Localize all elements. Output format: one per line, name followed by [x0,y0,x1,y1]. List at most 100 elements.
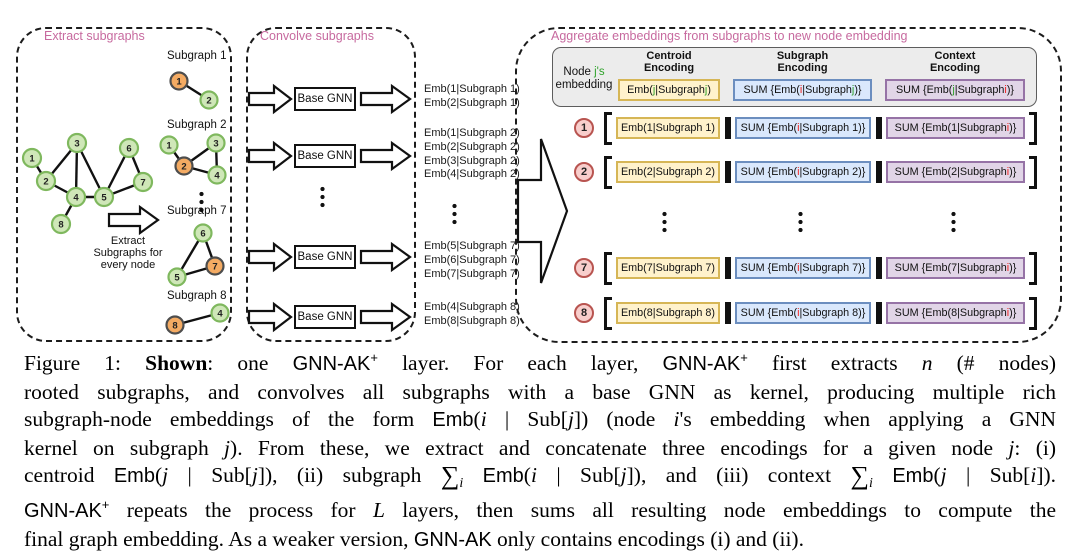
flow-arrow-icon [247,140,293,172]
row-8-context-box: SUM {Emb(8|Subgraph i)} [886,302,1025,324]
open-bracket [604,297,612,330]
aggregate-vertical-ellipsis [798,210,803,233]
subgraph-1-label: Subgraph 1 [167,50,227,62]
caption-line: final graph embedding. As a weaker versi… [24,526,804,551]
concat-bar [725,302,731,324]
svg-text:5: 5 [174,273,180,284]
svg-text:2: 2 [181,162,186,173]
flow-arrow-icon [359,301,412,333]
subgraph-encoding-header: Subgraph Encoding [776,50,829,74]
concat-bar [876,302,882,324]
open-bracket [604,252,612,285]
flow-arrow-icon [247,301,293,333]
row-8-centroid-box: Emb(8|Subgraph 8) [616,302,720,324]
open-bracket [604,156,612,189]
row-1-context-box: SUM {Emb(1|Subgraph i)} [886,117,1025,139]
svg-text:2: 2 [43,177,48,188]
caption-line: rooted subgraphs, and convolves all subg… [24,379,1056,404]
concat-bar [725,117,731,139]
aggregate-panel-border [515,27,1062,343]
embedding-group-2: Emb(1|Subgraph 2) Emb(2|Subgraph 2) Emb(… [424,127,520,181]
embedding-group-3: Emb(5|Subgraph 7) Emb(6|Subgraph 7) Emb(… [424,240,520,280]
embedding-group-4: Emb(4|Subgraph 8) Emb(8|Subgraph 8) [424,301,520,327]
centroid-encoding-header: Centroid Encoding [643,50,695,74]
subgraph-2-label: Subgraph 2 [167,119,227,131]
flow-arrow-icon [359,83,412,115]
svg-text:4: 4 [73,193,79,204]
centroid-encoding-sample: Emb(j|Subgraph j) [618,79,720,101]
convolve-panel-border [246,27,416,342]
row-node-circle-2: 2 [574,162,594,182]
subgraph-7-label: Subgraph 7 [167,205,227,217]
svg-text:4: 4 [214,171,220,182]
svg-text:1: 1 [166,141,172,152]
caption-line: GNN-AK+ repeats the process for L layers… [24,496,1056,522]
close-bracket [1029,156,1037,189]
aggregate-vertical-ellipsis [951,210,956,233]
subgraph-2-graph: 1 3 2 4 [159,133,227,185]
subgraph-7-graph: 6 7 5 [167,223,225,287]
row-node-circle-7: 7 [574,258,594,278]
caption-line: Figure 1: Shown: one GNN-AK+ layer. For … [24,350,1056,375]
row-1-subgraph-box: SUM {Emb(i|Subgraph 1)} [735,117,871,139]
svg-text:6: 6 [126,144,131,155]
flow-arrow-icon [247,83,293,115]
concat-bar [725,161,731,183]
svg-text:8: 8 [58,220,63,231]
embedding-group-1: Emb(1|Subgraph 1) Emb(2|Subgraph 1) [424,83,520,109]
graph-node-1: 1 [21,147,43,169]
input-graph: 1 2 3 4 5 6 7 8 [21,132,154,235]
subgraph-7-node-5: 5 [167,267,187,287]
extract-arrow-label: Extract Subgraphs for every node [93,235,163,271]
flow-arrow-icon [359,140,412,172]
context-encoding-header: Context Encoding [929,50,981,74]
caption-line: kernel on subgraph j). From these, we ex… [24,435,1056,460]
row-7-context-box: SUM {Emb(7|Subgraph i)} [886,257,1025,279]
row-7-centroid-box: Emb(7|Subgraph 7) [616,257,720,279]
svg-text:8: 8 [172,321,177,332]
graph-node-5: 5 [93,186,115,208]
svg-text:3: 3 [213,139,218,150]
base-gnn-box-2: Base GNN [294,144,356,168]
flow-arrow-icon [247,241,293,273]
subgraph-8-node-4: 4 [210,303,230,323]
aggregate-panel-title: Aggregate embeddings from subgraphs to n… [551,29,908,43]
svg-text:6: 6 [200,229,205,240]
subgraph-vertical-ellipsis [199,190,204,213]
subgraph-7-node-6: 6 [193,223,213,243]
caption-line: subgraph-node embeddings of the form Emb… [24,407,1056,432]
svg-text:2: 2 [206,96,211,107]
concat-bar [876,161,882,183]
graph-node-3: 3 [66,132,88,154]
subgraph-2-node-2: 2 [174,156,194,176]
subgraph-1-graph: 1 2 [169,71,219,110]
extract-panel-border [16,27,232,342]
svg-text:4: 4 [217,309,223,320]
svg-text:5: 5 [101,193,107,204]
subgraph-7-node-7: 7 [205,256,225,276]
subgraph-8-node-8: 8 [165,315,185,335]
graph-node-2: 2 [35,170,57,192]
concat-bar [876,117,882,139]
subgraph-1-node-2: 2 [199,90,219,110]
subgraph-2-node-4: 4 [207,165,227,185]
aggregate-arrow-icon [516,138,569,284]
graph-node-7: 7 [132,171,154,193]
concat-bar [725,257,731,279]
embedding-vertical-ellipsis [452,202,457,225]
close-bracket [1029,252,1037,285]
subgraph-encoding-sample: SUM {Emb(i|Subgraph j)} [733,79,872,101]
context-encoding-sample: SUM {Emb(j|Subgraph i)} [885,79,1025,101]
svg-text:3: 3 [74,139,79,150]
row-2-subgraph-box: SUM {Emb(i|Subgraph 2)} [735,161,871,183]
row-node-circle-1: 1 [574,118,594,138]
open-bracket [604,112,612,145]
extract-arrow-icon [107,204,160,236]
row-2-context-box: SUM {Emb(2|Subgraph i)} [886,161,1025,183]
graph-node-8: 8 [50,213,72,235]
